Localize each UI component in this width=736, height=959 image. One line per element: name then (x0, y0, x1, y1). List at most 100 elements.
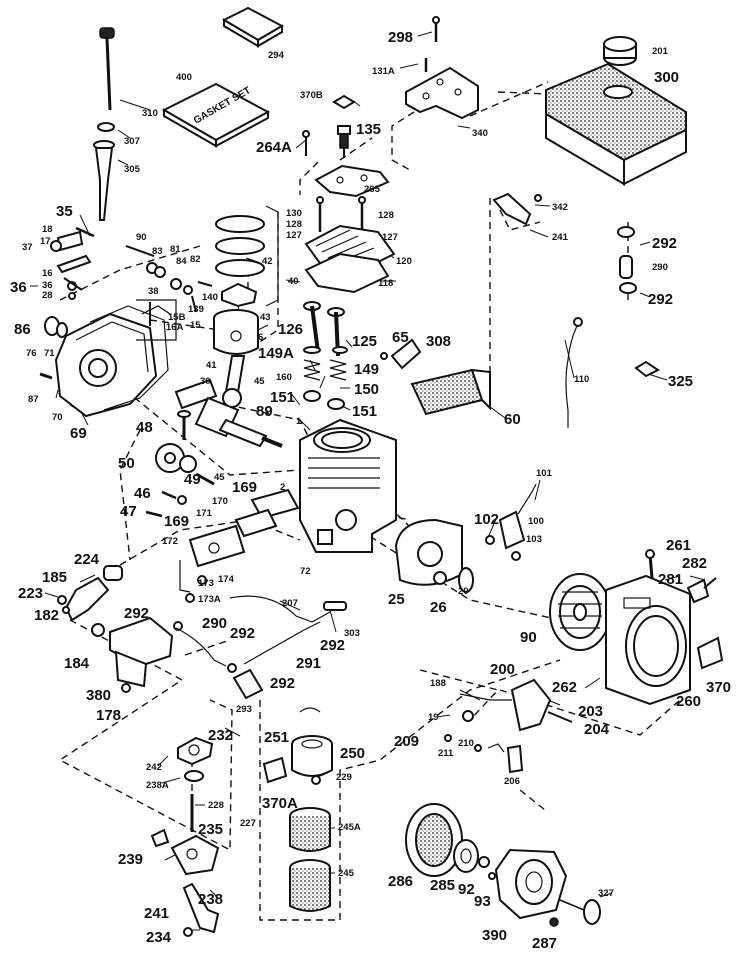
label-151-a: 151 (270, 389, 295, 406)
part-370-decal (696, 636, 724, 670)
label-292-c: 292 (124, 605, 149, 622)
part-200-control-bracket (444, 678, 573, 774)
part-170-breather (188, 488, 300, 568)
label-93: 93 (474, 893, 491, 910)
part-184-carburetor (91, 616, 183, 693)
part-285-pulley (453, 839, 479, 873)
part-41-piston (213, 309, 259, 355)
label-38: 38 (148, 286, 159, 297)
part-265-shield (314, 164, 390, 198)
label-15B: 15B (168, 312, 186, 323)
label-207: 207 (282, 598, 298, 609)
label-120: 120 (396, 256, 412, 267)
label-169-b: 169 (164, 513, 189, 530)
part-241-lever (182, 882, 220, 937)
label-291: 291 (296, 655, 321, 672)
label-184: 184 (64, 655, 90, 672)
label-36-a: 36 (10, 279, 27, 296)
label-149: 149 (354, 361, 379, 378)
part-251-clip (299, 707, 321, 713)
label-131A: 131A (372, 66, 395, 77)
label-69: 69 (70, 425, 87, 442)
label-206: 206 (504, 776, 520, 787)
label-90-b: 90 (520, 629, 537, 646)
label-86: 86 (14, 321, 31, 338)
part-370B-label (332, 94, 356, 110)
part-1-cylinder-block (299, 418, 397, 553)
part-head-bolts (316, 196, 366, 232)
label-310: 310 (142, 108, 158, 119)
label-20: 20 (458, 586, 469, 597)
label-139: 139 (188, 304, 204, 315)
label-82: 82 (190, 254, 201, 265)
label-342: 342 (552, 202, 568, 213)
label-281: 281 (658, 571, 683, 588)
label-41: 41 (206, 360, 217, 371)
label-292-b: 292 (648, 291, 673, 308)
part-50-governor-gear (155, 443, 197, 473)
part-308-bracket (380, 338, 422, 370)
label-390: 390 (482, 927, 507, 944)
part-390-rewind-starter (494, 848, 568, 920)
part-38-15-governor-group (136, 299, 177, 341)
label-238: 238 (198, 891, 223, 908)
label-17: 17 (40, 236, 51, 247)
label-72: 72 (300, 566, 311, 577)
label-35: 35 (56, 203, 73, 220)
label-28: 28 (42, 290, 53, 301)
label-174: 174 (218, 574, 235, 585)
label-380: 380 (86, 687, 111, 704)
part-287-nut (549, 917, 559, 927)
label-128-a: 128 (378, 210, 394, 221)
label-172: 172 (162, 536, 178, 547)
label-15: 15 (190, 320, 201, 331)
label-128-b: 128 (286, 219, 302, 230)
label-76: 76 (26, 348, 37, 359)
part-207-fuel-line (229, 595, 331, 623)
label-48: 48 (136, 419, 153, 436)
part-48-bolt (177, 410, 191, 440)
label-182: 182 (34, 607, 59, 624)
label-242: 242 (146, 762, 162, 773)
label-170: 170 (212, 496, 228, 507)
label-204: 204 (584, 721, 610, 738)
label-83: 83 (152, 246, 163, 257)
label-235: 235 (198, 821, 223, 838)
label-26: 26 (430, 599, 447, 616)
label-260: 260 (676, 693, 701, 710)
label-201: 201 (652, 46, 669, 57)
label-294: 294 (268, 50, 285, 61)
part-238-pump-body (170, 834, 220, 876)
label-70: 70 (52, 412, 63, 423)
label-169-a: 169 (232, 479, 257, 496)
label-238A: 238A (146, 780, 169, 791)
part-303-fitting (323, 601, 347, 611)
label-173: 173 (198, 578, 214, 589)
label-19: 19 (428, 712, 439, 723)
part-42-piston-rings (215, 205, 279, 307)
label-325: 325 (668, 373, 693, 390)
part-292-clamp (227, 663, 237, 673)
label-36-b: 36 (42, 280, 53, 291)
label-25: 25 (388, 591, 405, 608)
part-92-washer (478, 856, 490, 868)
part-110-wire (565, 323, 579, 428)
part-25-backplate (394, 518, 463, 586)
label-308: 308 (426, 333, 451, 350)
label-16: 16 (42, 268, 53, 279)
part-400-gasket-set: GASKET SET (161, 82, 271, 148)
label-200: 200 (490, 661, 515, 678)
label-370B: 370B (300, 90, 323, 101)
label-223: 223 (18, 585, 43, 602)
part-30-crankshaft (174, 378, 283, 448)
label-234: 234 (146, 929, 172, 946)
label-282: 282 (682, 555, 707, 572)
part-307-oring (97, 122, 115, 132)
label-264A: 264A (256, 139, 292, 156)
part-173-tube (179, 560, 207, 603)
label-292-e: 292 (320, 637, 345, 654)
label-100: 100 (528, 516, 544, 527)
part-49-governor-shaft (195, 472, 215, 486)
part-238A-diaphragm (184, 770, 204, 782)
